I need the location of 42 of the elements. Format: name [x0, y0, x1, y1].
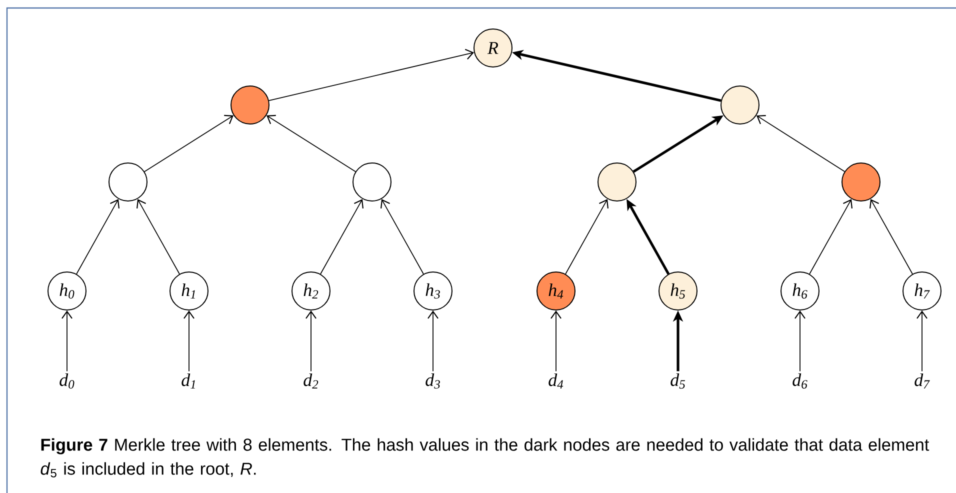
hash-node: [352, 162, 392, 202]
arrow: [136, 199, 180, 274]
hash-node: h$_{6}$: [780, 272, 820, 310]
arrow: [266, 114, 356, 172]
arrow: [756, 114, 845, 172]
hash-node: h$_{7}$: [902, 272, 942, 310]
hash-node: h$_{4}$: [536, 272, 576, 310]
arrow: [916, 310, 928, 372]
data-label: d$_{5}$: [670, 373, 686, 389]
arrow: [144, 114, 234, 172]
arrow: [320, 199, 364, 274]
arrow: [268, 48, 474, 101]
arrow: [809, 199, 853, 274]
data-label: d$_{4}$: [548, 373, 564, 389]
hash-node: [842, 162, 880, 202]
hash-node: h$_{3}$: [414, 272, 452, 310]
hash-node: [230, 86, 270, 124]
hash-node: [720, 86, 760, 124]
hash-node: [108, 162, 148, 202]
arrow: [870, 199, 913, 274]
arrow: [428, 310, 438, 372]
arrow: [306, 310, 316, 372]
data-label: d$_{0}$: [60, 373, 74, 389]
hash-node: R: [474, 28, 512, 68]
hash-node: h$_{0}$: [48, 272, 86, 310]
data-label: d$_{7}$: [914, 373, 930, 389]
arrow: [550, 310, 562, 372]
hash-node: h$_{1}$: [170, 272, 208, 310]
arrow: [76, 199, 120, 274]
data-label: d$_{3}$: [426, 373, 440, 389]
hash-node: h$_{2}$: [292, 272, 330, 310]
hash-node: [598, 162, 636, 202]
arrow: [62, 310, 72, 372]
arrow: [565, 199, 609, 274]
data-label: d$_{6}$: [792, 373, 808, 389]
hash-node: h$_{5}$: [658, 272, 698, 310]
data-label: d$_{2}$: [304, 373, 318, 389]
arrow: [794, 310, 806, 372]
arrow: [184, 310, 194, 372]
figure-caption: Figure 7 Merkle tree with 8 elements. The hash values in the dark nodes are needed to validate that data element d$_{5}$ is included in the root, R.: [40, 438, 930, 478]
data-label: d$_{1}$: [182, 373, 196, 389]
arrow: [380, 199, 424, 274]
